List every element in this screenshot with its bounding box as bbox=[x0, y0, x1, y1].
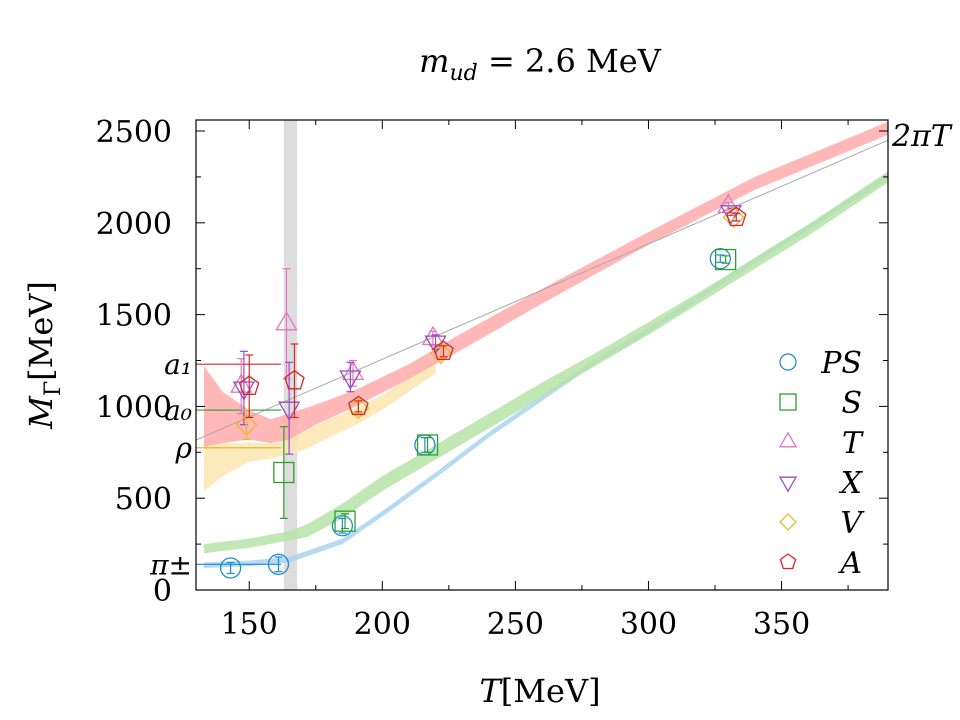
point-a bbox=[433, 340, 454, 361]
point-ps bbox=[331, 515, 354, 537]
reference-level-label: a₀ bbox=[164, 394, 192, 427]
point-a bbox=[348, 395, 369, 416]
point-v bbox=[347, 397, 370, 420]
point-x bbox=[424, 335, 447, 355]
x-axis: 150 200 250 300 350 bbox=[221, 120, 849, 642]
point-x bbox=[339, 370, 362, 390]
point-v bbox=[235, 413, 258, 436]
band-s bbox=[204, 171, 888, 554]
point-a bbox=[726, 206, 747, 227]
y-axis-label: MΓ[MeV] bbox=[22, 281, 66, 430]
x-axis-label: T[MeV] bbox=[479, 672, 600, 710]
reference-line bbox=[196, 139, 888, 441]
legend-label-a: A bbox=[837, 546, 862, 581]
point-ps bbox=[267, 553, 290, 575]
band-ps bbox=[204, 173, 888, 568]
legend-label-s: S bbox=[841, 386, 862, 421]
legend-marker-ps bbox=[779, 353, 797, 371]
point-s bbox=[273, 461, 295, 484]
point-s bbox=[416, 434, 439, 456]
legend-marker-t bbox=[778, 431, 798, 448]
x-tick-label: 350 bbox=[753, 607, 810, 642]
reference-levels bbox=[196, 363, 282, 565]
x-tick-label: 150 bbox=[221, 607, 278, 642]
point-a bbox=[238, 375, 260, 395]
point-a bbox=[284, 369, 305, 390]
legend-marker-a bbox=[779, 553, 797, 570]
legend-marker-x bbox=[778, 476, 798, 493]
reference-level-label: π± bbox=[149, 548, 192, 581]
x-tick-label: 300 bbox=[620, 607, 677, 642]
legend-marker-s bbox=[779, 393, 797, 411]
legend-label-ps: PS bbox=[820, 346, 862, 381]
point-t bbox=[230, 373, 253, 393]
point-s bbox=[714, 248, 737, 271]
point-t bbox=[275, 310, 298, 331]
data-points bbox=[219, 193, 747, 579]
y-tick-label: 1500 bbox=[96, 299, 172, 334]
x-tick-label: 200 bbox=[354, 607, 411, 642]
legend-marker-v bbox=[779, 513, 797, 531]
transition-band bbox=[283, 120, 298, 590]
chart-title: mud = 2.6 MeV bbox=[419, 42, 662, 86]
y-tick-label: 2500 bbox=[96, 115, 172, 150]
y-tick-label: 0 bbox=[153, 574, 172, 609]
band-v bbox=[204, 358, 436, 491]
plot-area bbox=[196, 120, 888, 590]
point-ps bbox=[219, 557, 242, 579]
legend-label-v: V bbox=[840, 506, 865, 541]
legend-label-t: T bbox=[842, 426, 864, 461]
point-s bbox=[334, 510, 356, 532]
y-tick-label: 2000 bbox=[96, 207, 172, 242]
transition-band-rect bbox=[283, 120, 298, 590]
plot-frame bbox=[195, 119, 889, 591]
y-tick-label: 1000 bbox=[96, 390, 172, 425]
bands bbox=[204, 121, 888, 568]
reference-level-labels: a₁ a₀ ρ π± bbox=[149, 348, 192, 581]
x-tick-label: 250 bbox=[487, 607, 544, 642]
legend-label-x: X bbox=[839, 466, 864, 501]
reference-level-label: ρ bbox=[175, 432, 193, 465]
point-ps bbox=[709, 247, 731, 270]
y-axis: 0 500 1000 1500 2000 2500 bbox=[96, 115, 888, 609]
band-a bbox=[204, 121, 888, 447]
y-tick-label: 500 bbox=[115, 482, 172, 517]
reference-line-label: 2πT bbox=[891, 119, 953, 154]
reference-level-label: a₁ bbox=[164, 348, 192, 381]
reference-line-2piT bbox=[196, 139, 888, 441]
